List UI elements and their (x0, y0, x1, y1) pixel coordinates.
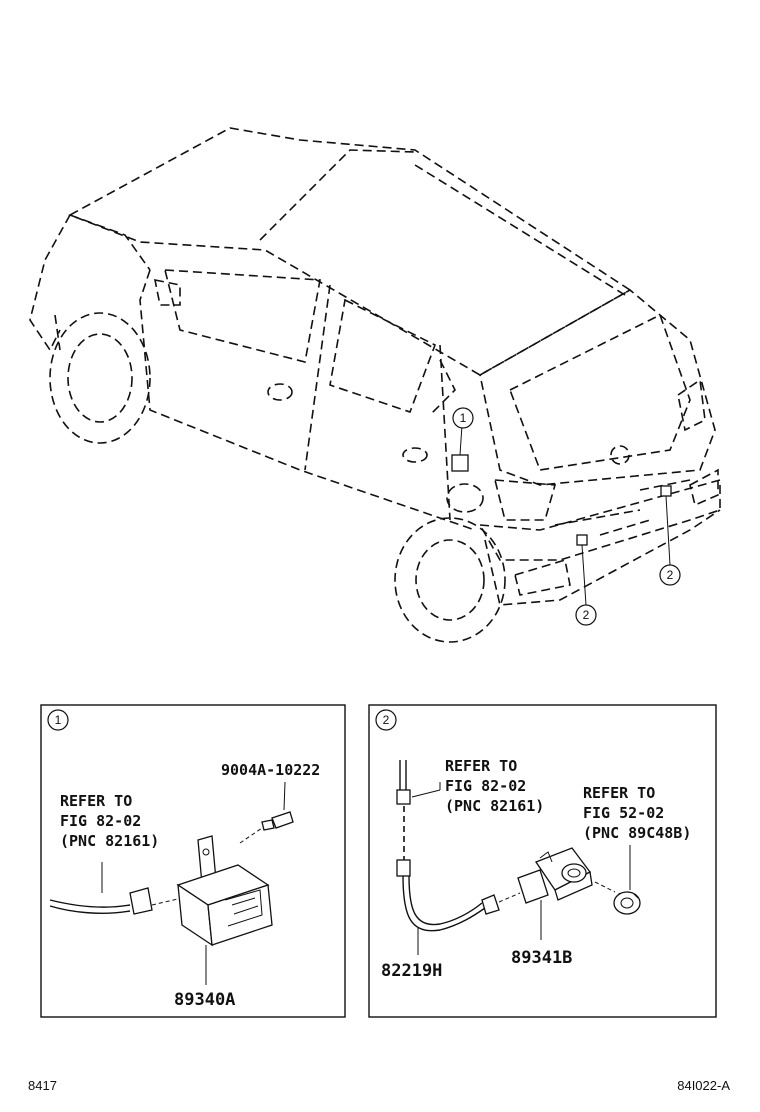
module-part-number: 89340A (174, 990, 235, 1010)
panel-2-refer-a-line-3: (PNC 82161) (445, 797, 544, 815)
panel-1-refer-line-3: (PNC 82161) (60, 832, 159, 850)
vehicle-outline (29, 127, 721, 643)
sensor-part-number: 89341B (511, 948, 572, 968)
panel-2-refer-b-line-1: REFER TO (583, 784, 655, 802)
detail-panel-1 (40, 704, 346, 1018)
panel-2-refer-b-line-3: (PNC 89C48B) (583, 824, 691, 842)
bolt-part (261, 811, 294, 831)
panel-2-refer-b-line-2: FIG 52-02 (583, 804, 664, 822)
panel-2-refer-a-line-1: REFER TO (445, 757, 517, 775)
detail-panel-2 (368, 704, 717, 1018)
module-location-marker (451, 424, 469, 472)
panel-1-marker: 1 (47, 709, 69, 731)
panel-2-marker: 2 (375, 709, 397, 731)
callout-1-vehicle: 1 (452, 407, 474, 429)
svg-text:2: 2 (667, 568, 674, 582)
parking-sensor (517, 847, 593, 904)
panel-1-refer-line-1: REFER TO (60, 792, 132, 810)
panel-1-refer-line-2: FIG 82-02 (60, 812, 141, 830)
panel-1-harness (49, 862, 183, 915)
footer-right-code: 84I022-A (677, 1078, 730, 1093)
sensor-retainer (613, 891, 641, 915)
callout-2-left: 2 (575, 604, 597, 626)
wire-part-number: 82219H (381, 961, 442, 981)
svg-text:1: 1 (55, 713, 62, 727)
panel-2-upper-connector (396, 760, 441, 860)
panel-2-refer-a-line-2: FIG 82-02 (445, 777, 526, 795)
svg-text:2: 2 (583, 608, 590, 622)
sensor-location-right (660, 485, 672, 566)
sensor-wire (396, 859, 521, 955)
bolt-part-number: 9004A-10222 (221, 761, 320, 779)
footer-left-code: 8417 (28, 1078, 57, 1093)
svg-text:1: 1 (460, 411, 467, 425)
parking-assist-module (176, 835, 273, 947)
callout-2-right: 2 (659, 564, 681, 586)
svg-text:2: 2 (383, 713, 390, 727)
sensor-location-left (576, 534, 588, 606)
